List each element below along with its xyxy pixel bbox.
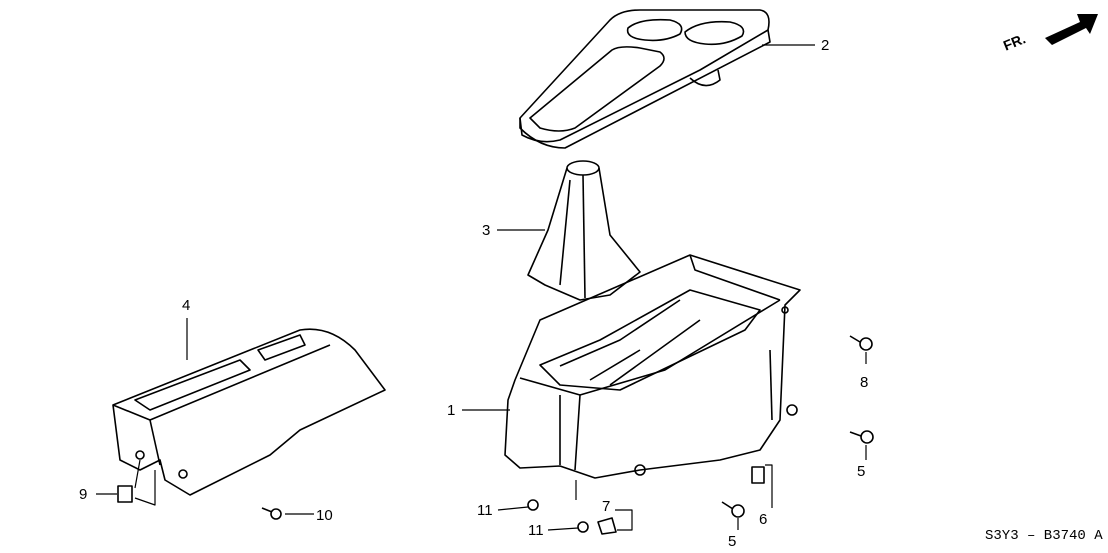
- fastener-clip-7[interactable]: [597, 517, 617, 535]
- callout-10: 10: [316, 507, 333, 524]
- fastener-screw-8[interactable]: [849, 335, 873, 351]
- callout-7: 7: [602, 498, 611, 515]
- part-2-console-panel[interactable]: [519, 9, 771, 149]
- fastener-screw-10[interactable]: [261, 507, 282, 520]
- callout-5-bottom: 5: [728, 533, 737, 550]
- leader-lines: [96, 44, 867, 531]
- fastener-11a[interactable]: [527, 499, 539, 511]
- callout-6: 6: [759, 511, 768, 528]
- part-4-rear-cover[interactable]: [112, 328, 386, 496]
- fastener-screw-5b[interactable]: [721, 501, 745, 518]
- callout-2: 2: [821, 37, 830, 54]
- callout-5-right: 5: [857, 463, 866, 480]
- drawing-code: S3Y3 – B3740 A: [985, 528, 1103, 544]
- fastener-clip-9[interactable]: [117, 485, 133, 503]
- fastener-11b[interactable]: [577, 521, 589, 533]
- callout-4: 4: [182, 297, 191, 314]
- callout-1: 1: [447, 402, 456, 419]
- callout-9: 9: [79, 486, 88, 503]
- callout-3: 3: [482, 222, 491, 239]
- part-1-console-body[interactable]: [504, 254, 801, 479]
- front-direction-arrow-icon: [1045, 14, 1098, 45]
- callout-11-upper: 11: [477, 502, 493, 519]
- fastener-screw-5a[interactable]: [849, 430, 874, 444]
- callout-11-lower: 11: [528, 522, 544, 539]
- part-3-shift-boot[interactable]: [527, 160, 641, 301]
- callout-8: 8: [860, 374, 869, 391]
- fastener-clip-6[interactable]: [751, 466, 765, 484]
